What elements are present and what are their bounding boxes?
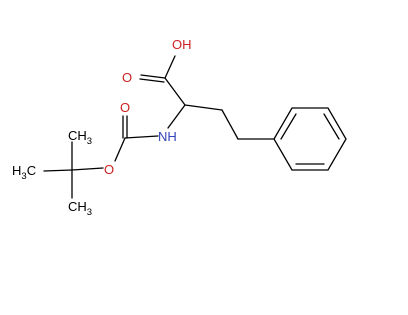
bond-cooh-alpha [164, 77, 186, 106]
methyl-bottom-label: CH3 [68, 199, 92, 218]
bond-cooh-c-oh [164, 55, 176, 79]
amide-nh-label: NH [158, 129, 177, 144]
methyl-left-label: H3C [12, 163, 36, 182]
carboxyl-o-label: O [122, 70, 132, 85]
methyl-top-label: CH3 [68, 128, 92, 147]
carboxyl-oh-label: OH [172, 37, 192, 52]
atom-labels: OH O NH O O CH3 H3C CH3 [12, 37, 192, 218]
ester-o-label: O [104, 162, 114, 177]
bond-carbamate-ester-o [114, 137, 126, 162]
carbonyl-o-label: O [120, 100, 130, 115]
bond-nh-carbamate [124, 135, 159, 139]
bond-cooh-c-o-1 [140, 74, 166, 79]
bond-cooh-c-o-2 [139, 78, 165, 83]
bond-ester-o-tert [71, 167, 104, 171]
bond-alpha-ch2 [184, 104, 223, 111]
bond-layer [43, 55, 275, 199]
bond-tert-methyl-left [43, 169, 73, 172]
bond-ch2-ch2 [221, 109, 239, 140]
phenyl-ring [273, 107, 347, 171]
bond-alpha-nh [167, 104, 186, 129]
